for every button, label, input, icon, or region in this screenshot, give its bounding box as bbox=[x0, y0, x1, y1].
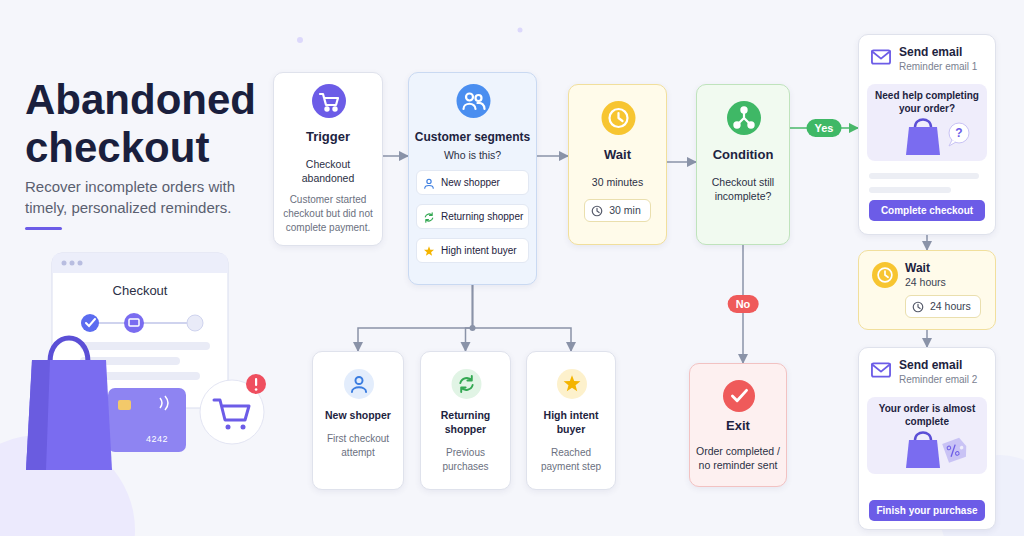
duration-pill: 30 min bbox=[584, 199, 651, 222]
node-text: Reached payment step bbox=[527, 446, 615, 474]
page-title: Abandoned checkout bbox=[25, 76, 265, 172]
email-preview: Your order is almost complete bbox=[867, 397, 987, 474]
node-text: Reminder email 1 bbox=[899, 60, 987, 73]
page-caption: Recover incomplete orders with timely, p… bbox=[25, 176, 253, 218]
node-title: High intent buyer bbox=[441, 244, 517, 257]
cta-button: Complete checkout bbox=[869, 200, 985, 221]
cart-alert bbox=[200, 374, 266, 444]
node-title: Complete checkout bbox=[881, 205, 973, 217]
edge-label: Yes bbox=[807, 119, 842, 137]
node-text: Who is this? bbox=[439, 148, 506, 162]
flow-connector bbox=[926, 235, 928, 250]
node-title: Exit bbox=[722, 418, 754, 434]
edge-label: No bbox=[728, 295, 759, 313]
email-box: Send emailReminder email 2 Your order is … bbox=[858, 347, 996, 530]
segment-row: High intent buyer bbox=[416, 238, 529, 263]
flow-connector bbox=[473, 285, 572, 351]
segment-row: Returning shopper bbox=[416, 204, 529, 229]
node-text: Previous purchases bbox=[421, 446, 510, 474]
node-title: Need help completing your order? bbox=[871, 89, 983, 115]
node-icon bbox=[697, 85, 789, 244]
payment-card bbox=[108, 388, 186, 452]
node-title: Trigger bbox=[302, 129, 354, 145]
node-title: Wait bbox=[600, 147, 635, 163]
node-title: New shopper bbox=[441, 176, 500, 189]
segment-group: Customer segmentsWho is this? New shopper… bbox=[408, 72, 537, 285]
segment-box: New shopperFirst checkout attempt bbox=[312, 351, 404, 490]
exit-box: ExitOrder completed / no reminder sent bbox=[689, 363, 787, 487]
cta-button: Finish your purchase bbox=[869, 500, 985, 521]
node-title: Returning shopper bbox=[441, 210, 523, 223]
wait-box: Wait 30 minutes 30 min bbox=[568, 84, 667, 245]
node-text: 24 hours bbox=[905, 276, 987, 289]
decision-box: ConditionCheckout still incomplete? bbox=[696, 84, 790, 245]
duration-pill: 24 hours bbox=[905, 295, 981, 318]
flow-connector bbox=[466, 285, 473, 351]
email-illustration bbox=[871, 428, 983, 470]
node-title: Finish your purchase bbox=[876, 505, 977, 517]
email-illustration bbox=[871, 115, 983, 157]
node-text: Checkout abandoned bbox=[274, 157, 382, 185]
node-title: Send email bbox=[899, 45, 987, 60]
trigger-box: TriggerCheckout abandonedCustomer starte… bbox=[273, 72, 383, 246]
node-title: 24 hours bbox=[930, 300, 971, 313]
node-title: Condition bbox=[709, 147, 778, 163]
segment-box: Returning shopperPrevious purchases bbox=[420, 351, 511, 490]
card-number: 4242 bbox=[146, 434, 168, 444]
node-text: 30 minutes bbox=[587, 175, 648, 189]
node-text: Customer started checkout but did not co… bbox=[274, 193, 382, 235]
flow-connector bbox=[537, 155, 568, 157]
flow-connector bbox=[383, 155, 408, 157]
node-title: Wait bbox=[905, 261, 987, 276]
email-preview: Need help completing your order?? bbox=[867, 84, 987, 161]
node-text: Reminder email 2 bbox=[899, 373, 987, 386]
window-heading: Checkout bbox=[90, 283, 190, 298]
flow-connector bbox=[926, 330, 928, 347]
flow-connector bbox=[667, 161, 696, 163]
node-title: Your order is almost complete bbox=[871, 402, 983, 428]
email-box: Send emailReminder email 1 Need help comp… bbox=[858, 34, 996, 235]
node-text: Checkout still incomplete? bbox=[697, 175, 789, 203]
node-title: New shopper bbox=[322, 408, 394, 422]
node-text: Order completed / no reminder sent bbox=[690, 444, 786, 472]
help-symbol: ? bbox=[953, 126, 965, 140]
segment-box: High intent buyerReached payment step bbox=[526, 351, 616, 490]
node-title: 30 min bbox=[609, 204, 641, 217]
node-title: Customer segments bbox=[411, 129, 534, 145]
flow-connector bbox=[358, 285, 473, 351]
shopping-bag bbox=[26, 338, 112, 470]
node-title: High intent buyer bbox=[527, 408, 615, 436]
junction-dot bbox=[470, 325, 476, 331]
wait-box: Wait24 hours24 hours bbox=[858, 250, 996, 330]
node-text: First checkout attempt bbox=[313, 432, 403, 460]
node-title: Returning shopper bbox=[421, 408, 510, 436]
segment-row: New shopper bbox=[416, 170, 529, 195]
node-title: Send email bbox=[899, 358, 987, 373]
